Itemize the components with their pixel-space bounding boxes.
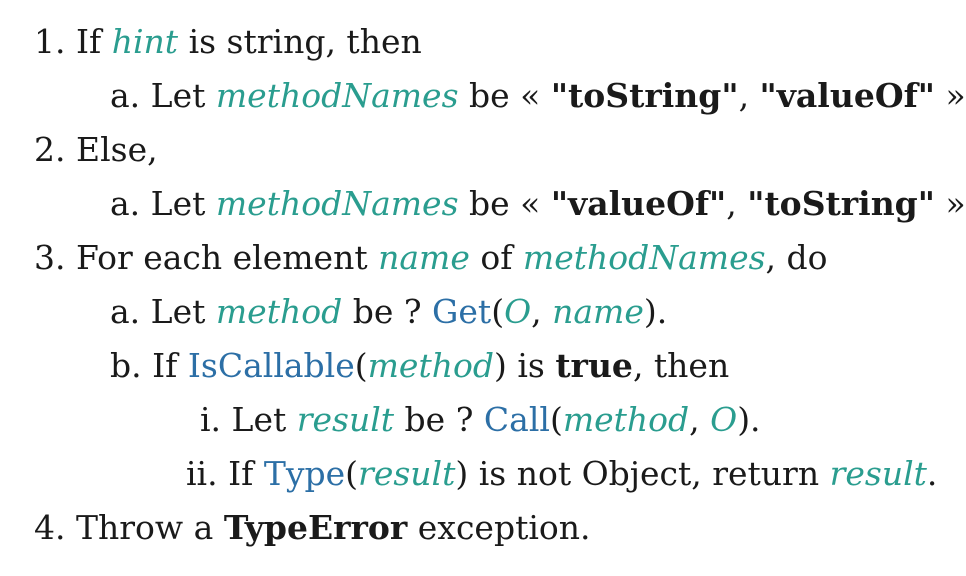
step-text: Else,	[76, 130, 158, 169]
step-number: i.	[200, 400, 222, 439]
variable: method	[562, 400, 690, 439]
step-text: ) is	[493, 346, 556, 385]
variable: methodNames	[215, 76, 459, 115]
variable: method	[215, 292, 343, 331]
variable: methodNames	[522, 238, 766, 277]
step-3b: b. If IsCallable(method) is true, then	[110, 346, 729, 386]
abstract-op-link[interactable]: Type	[263, 454, 346, 493]
step-number: 4.	[34, 508, 66, 547]
step-text: ,	[689, 400, 711, 439]
variable: result	[829, 454, 927, 493]
step-text: ,	[726, 184, 748, 223]
abstract-op-link[interactable]: Get	[432, 292, 492, 331]
step-text: be ?	[342, 292, 433, 331]
step-text: be «	[458, 184, 551, 223]
step-text: of	[469, 238, 523, 277]
step-number: a.	[110, 184, 141, 223]
step-text: (	[354, 346, 368, 385]
step-1: 1. If hint is string, then	[34, 22, 422, 62]
string-literal: "valueOf"	[759, 76, 935, 115]
step-2a: a. Let methodNames be « "valueOf", "toSt…	[110, 184, 966, 224]
step-text: ,	[531, 292, 553, 331]
step-text: Let	[150, 292, 216, 331]
step-number: ii.	[186, 454, 218, 493]
step-3bi: i. Let result be ? Call(method, O).	[200, 400, 761, 440]
variable: O	[504, 292, 532, 331]
variable: result	[296, 400, 395, 439]
step-number: 2.	[34, 130, 66, 169]
bold-term: TypeError	[223, 508, 408, 547]
step-text: Throw a	[76, 508, 224, 547]
step-number: b.	[110, 346, 142, 385]
step-number: a.	[110, 76, 141, 115]
step-text: , then	[632, 346, 730, 385]
bold-term: true	[555, 346, 633, 385]
step-text: is string, then	[178, 22, 422, 61]
step-text: For each element	[76, 238, 379, 277]
variable: name	[552, 292, 644, 331]
step-text: .	[926, 454, 938, 493]
step-text: ) is not Object, return	[455, 454, 830, 493]
variable: name	[378, 238, 470, 277]
step-text: ).	[737, 400, 761, 439]
step-text: ».	[945, 184, 966, 223]
step-text: (	[549, 400, 563, 439]
step-3: 3. For each element name of methodNames,…	[34, 238, 828, 278]
step-number: a.	[110, 292, 141, 331]
step-3a: a. Let method be ? Get(O, name).	[110, 292, 667, 332]
variable: method	[367, 346, 494, 385]
step-number: 3.	[34, 238, 66, 277]
step-text: be «	[458, 76, 551, 115]
step-text: Let	[150, 76, 216, 115]
step-2: 2. Else,	[34, 130, 158, 170]
string-literal: "toString"	[550, 76, 739, 115]
variable: O	[710, 400, 738, 439]
step-text: Let	[150, 184, 216, 223]
step-number: 1.	[34, 22, 66, 61]
variable: methodNames	[215, 184, 459, 223]
string-literal: "toString"	[747, 184, 935, 223]
step-text: ».	[945, 76, 966, 115]
step-text: Let	[231, 400, 297, 439]
abstract-op-link[interactable]: Call	[483, 400, 550, 439]
step-1a: a. Let methodNames be « "toString", "val…	[110, 76, 966, 116]
step-text: (	[345, 454, 359, 493]
step-text: , do	[765, 238, 828, 277]
string-literal: "valueOf"	[550, 184, 727, 223]
step-4: 4. Throw a TypeError exception.	[34, 508, 591, 548]
step-text: If	[228, 454, 264, 493]
step-text: exception.	[407, 508, 591, 547]
step-text: be ?	[394, 400, 484, 439]
step-text: ).	[643, 292, 668, 331]
step-text: ,	[738, 76, 760, 115]
step-3bii: ii. If Type(result) is not Object, retur…	[186, 454, 937, 494]
step-text: If	[76, 22, 112, 61]
step-text: (	[491, 292, 505, 331]
variable: hint	[111, 22, 179, 61]
variable: result	[358, 454, 456, 493]
abstract-op-link[interactable]: IsCallable	[187, 346, 355, 385]
step-text: If	[152, 346, 188, 385]
